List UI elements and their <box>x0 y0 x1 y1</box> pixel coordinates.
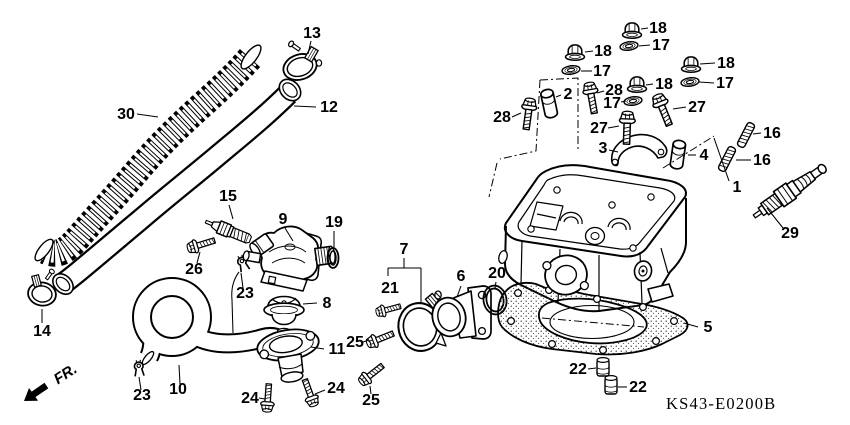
part-bolt-28a <box>517 96 539 132</box>
callout-26: 26 <box>185 261 203 278</box>
diagram-code: KS43-E0200B <box>666 394 776 413</box>
callout-17a: 17 <box>652 37 670 54</box>
callout-6: 6 <box>457 268 466 285</box>
callout-9: 9 <box>279 211 288 228</box>
part-cylinder-head-1 <box>498 164 687 313</box>
callout-27b: 27 <box>688 99 706 116</box>
part-dowel-4 <box>668 138 687 171</box>
part-thermo-sensor-15 <box>204 219 252 244</box>
callout-17d: 17 <box>716 75 734 92</box>
cylinder-head-port-flange <box>542 254 674 303</box>
part-sealing-cap-22b <box>604 374 618 395</box>
part-washer-17b <box>560 63 582 77</box>
part-bolt-27b <box>648 90 678 129</box>
callout-28a: 28 <box>493 109 511 126</box>
part-spark-plug-29 <box>752 163 827 219</box>
callout-28b: 28 <box>605 82 623 99</box>
callout-18d: 18 <box>717 55 735 72</box>
callout-15: 15 <box>219 188 237 205</box>
callout-23b: 23 <box>133 387 151 404</box>
callout-11: 11 <box>329 341 346 358</box>
callout-10: 10 <box>169 381 187 398</box>
callout-29: 29 <box>781 225 799 242</box>
callout-8: 8 <box>323 295 332 312</box>
part-water-hose-12 <box>52 78 302 295</box>
part-cap-nut-18d <box>680 55 702 74</box>
callout-17c: 17 <box>603 95 621 112</box>
callout-18c: 18 <box>655 76 673 93</box>
part-oring-19 <box>326 247 340 269</box>
callout-16a: 16 <box>763 125 781 142</box>
callout-3: 3 <box>599 140 608 157</box>
part-bolt-25b <box>355 359 388 389</box>
callout-17b: 17 <box>593 63 611 80</box>
callout-24a: 24 <box>241 390 259 407</box>
callout-12: 12 <box>320 99 338 116</box>
callout-19: 19 <box>325 214 343 231</box>
part-hose-clamp-14 <box>27 268 57 307</box>
part-cap-nut-18a <box>621 21 643 40</box>
part-cap-nut-18c <box>626 75 648 94</box>
callout-5: 5 <box>704 319 713 336</box>
part-washer-17c <box>622 94 644 108</box>
part-washer-17d <box>679 75 701 89</box>
part-bolt-24a <box>259 382 277 414</box>
callout-27a: 27 <box>590 120 608 137</box>
part-thermostat-housing-9 <box>242 225 336 292</box>
clip-23-position-line <box>231 271 240 334</box>
part-washer-17a <box>618 39 640 53</box>
callout-24b: 24 <box>327 380 345 397</box>
part-tube-clamp-7 <box>397 290 443 352</box>
callout-16b: 16 <box>753 152 771 169</box>
part-bolt-25a <box>363 326 397 351</box>
callout-30: 30 <box>117 106 135 123</box>
part-cap-nut-18b <box>564 43 586 62</box>
part-intake-pipe-6 <box>431 285 492 347</box>
callout-23a: 23 <box>236 285 254 302</box>
callout-18b: 18 <box>594 43 612 60</box>
part-sealing-cap-22a <box>596 356 610 377</box>
fr-label: FR. <box>51 361 81 388</box>
callout-18a: 18 <box>649 20 667 37</box>
part-bolt-21 <box>374 299 403 320</box>
callout-25a: 25 <box>346 334 364 351</box>
part-cam-holder-3 <box>610 133 668 167</box>
callout-2: 2 <box>564 86 573 103</box>
part-hose-clamp-13 <box>282 40 323 81</box>
part-stud-16a <box>735 120 757 150</box>
part-dowel-2 <box>539 87 560 120</box>
part-stud-16b <box>716 144 738 174</box>
assembly-boundary-lines <box>488 77 715 198</box>
callout-14: 14 <box>33 323 51 340</box>
part-corrugated-hose-30 <box>34 44 262 267</box>
part-bolt-28b <box>580 80 603 116</box>
leader-lines <box>41 27 784 400</box>
part-bolt-26 <box>184 233 218 256</box>
callout-22b: 22 <box>629 379 647 396</box>
part-thermostat-cover-11 <box>256 328 320 383</box>
fr-direction-indicator: FR. <box>24 361 80 401</box>
callout-13: 13 <box>303 25 321 42</box>
callout-4: 4 <box>700 147 709 164</box>
callout-1: 1 <box>733 179 742 196</box>
callout-labels: 30 12 13 14 15 26 9 19 23 8 11 24 24 10 … <box>33 20 799 409</box>
callout-20: 20 <box>488 265 506 282</box>
callout-21: 21 <box>381 280 399 297</box>
fr-arrow-icon <box>24 382 49 401</box>
callout-7: 7 <box>400 241 409 258</box>
callout-25b: 25 <box>362 392 380 409</box>
callout-22a: 22 <box>569 361 587 378</box>
